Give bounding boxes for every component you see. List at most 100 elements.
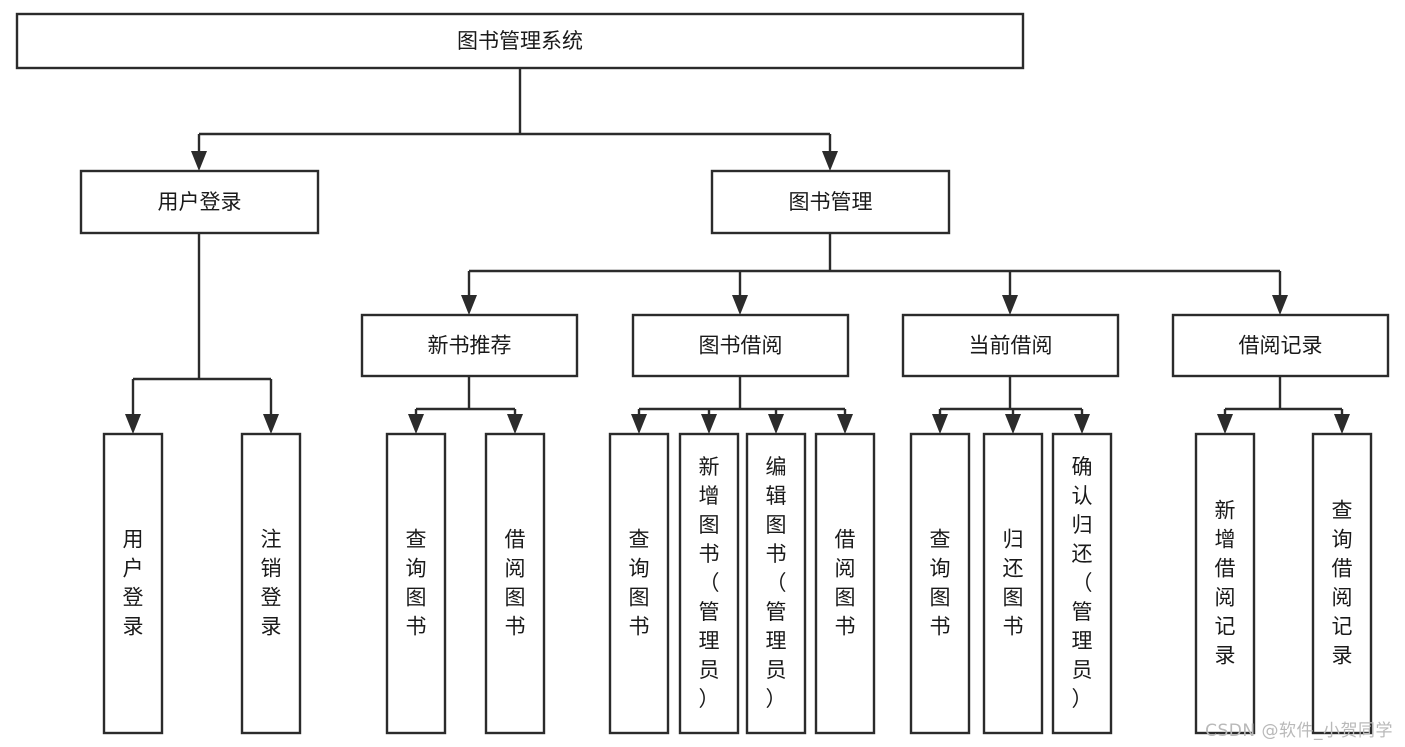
node-label-user-login: 用户登录 bbox=[158, 190, 242, 214]
arrow-head-icon bbox=[631, 414, 647, 434]
connector-group-bar-new-book-rec bbox=[416, 376, 515, 411]
node-box-op-rec-borrow-book[interactable] bbox=[484, 432, 546, 735]
node-label-op-user-login: 用户登录 bbox=[123, 528, 144, 639]
node-op-record-query[interactable]: 查询借阅记录 bbox=[1311, 432, 1373, 735]
node-box-op-current-query-book[interactable] bbox=[909, 432, 971, 735]
connector-group-bar-book-borrow bbox=[639, 376, 845, 411]
node-label-new-book-rec: 新书推荐 bbox=[428, 334, 512, 358]
node-op-current-confirm-return[interactable]: 确认归还（管理员） bbox=[1051, 432, 1113, 735]
arrow-arr-op-bb-query bbox=[631, 409, 647, 434]
arrow-arr-op-cb-confirm bbox=[1074, 409, 1090, 434]
node-op-current-query-book[interactable]: 查询图书 bbox=[909, 432, 971, 735]
node-op-user-logout[interactable]: 注销登录 bbox=[240, 432, 302, 735]
connector-layer bbox=[133, 68, 1342, 411]
arrow-layer bbox=[125, 134, 1350, 434]
arrow-head-icon bbox=[125, 414, 141, 434]
arrow-arr-op-user-login bbox=[125, 379, 141, 434]
arrow-head-icon bbox=[1005, 414, 1021, 434]
node-label-op-user-logout: 注销登录 bbox=[261, 528, 282, 639]
node-box-op-user-login[interactable] bbox=[102, 432, 164, 735]
node-op-current-return-book[interactable]: 归还图书 bbox=[982, 432, 1044, 735]
node-label-op-record-query: 查询借阅记录 bbox=[1332, 499, 1353, 668]
node-label-book-borrow: 图书借阅 bbox=[699, 334, 783, 358]
node-box-op-record-add[interactable] bbox=[1194, 432, 1256, 735]
node-op-borrow-query-book[interactable]: 查询图书 bbox=[608, 432, 670, 735]
node-book-borrow[interactable]: 图书借阅 bbox=[631, 313, 850, 378]
connector-group-bar-root bbox=[199, 68, 830, 136]
arrow-head-icon bbox=[461, 295, 477, 315]
node-box-op-rec-query-book[interactable] bbox=[385, 432, 447, 735]
node-label-current-borrow: 当前借阅 bbox=[969, 334, 1053, 358]
node-layer: 图书管理系统用户登录图书管理新书推荐图书借阅当前借阅借阅记录用户登录注销登录查询… bbox=[15, 12, 1390, 735]
node-label-op-borrow-query-book: 查询图书 bbox=[629, 528, 650, 639]
arrow-head-icon bbox=[701, 414, 717, 434]
arrow-arr-op-bb-edit bbox=[768, 409, 784, 434]
arrow-head-icon bbox=[732, 295, 748, 315]
arrow-head-icon bbox=[1334, 414, 1350, 434]
node-box-root[interactable] bbox=[15, 12, 1025, 70]
node-label-borrow-record: 借阅记录 bbox=[1239, 334, 1323, 358]
node-label-op-rec-borrow-book: 借阅图书 bbox=[505, 528, 526, 639]
node-root[interactable]: 图书管理系统 bbox=[15, 12, 1025, 70]
node-box-op-borrow-add-book[interactable] bbox=[678, 432, 740, 735]
node-label-op-borrow-borrow-book: 借阅图书 bbox=[835, 528, 856, 639]
node-op-rec-borrow-book[interactable]: 借阅图书 bbox=[484, 432, 546, 735]
node-label-op-current-query-book: 查询图书 bbox=[930, 528, 951, 639]
node-box-borrow-record[interactable] bbox=[1171, 313, 1390, 378]
arrow-head-icon bbox=[837, 414, 853, 434]
node-borrow-record[interactable]: 借阅记录 bbox=[1171, 313, 1390, 378]
node-op-borrow-borrow-book[interactable]: 借阅图书 bbox=[814, 432, 876, 735]
connector-group-bar-current-borrow bbox=[940, 376, 1082, 411]
node-book-manage[interactable]: 图书管理 bbox=[710, 169, 951, 235]
arrow-head-icon bbox=[768, 414, 784, 434]
arrow-arr-op-bb-borrow bbox=[837, 409, 853, 434]
node-box-new-book-rec[interactable] bbox=[360, 313, 579, 378]
node-box-current-borrow[interactable] bbox=[901, 313, 1120, 378]
node-box-op-borrow-edit-book[interactable] bbox=[745, 432, 807, 735]
arrow-arr-op-cb-return bbox=[1005, 409, 1021, 434]
node-box-user-login[interactable] bbox=[79, 169, 320, 235]
arrow-arr-op-rec-borrow bbox=[507, 409, 523, 434]
arrow-head-icon bbox=[932, 414, 948, 434]
node-op-user-login[interactable]: 用户登录 bbox=[102, 432, 164, 735]
node-label-book-manage: 图书管理 bbox=[789, 190, 873, 214]
csdn-watermark: CSDN @软件_小贺同学 bbox=[1205, 721, 1393, 741]
node-op-borrow-edit-book[interactable]: 编辑图书（管理员） bbox=[745, 432, 807, 735]
node-current-borrow[interactable]: 当前借阅 bbox=[901, 313, 1120, 378]
arrow-arr-current-borrow bbox=[1002, 271, 1018, 315]
arrow-head-icon bbox=[1272, 295, 1288, 315]
arrow-head-icon bbox=[1074, 414, 1090, 434]
node-box-op-user-logout[interactable] bbox=[240, 432, 302, 735]
node-box-op-current-confirm-return[interactable] bbox=[1051, 432, 1113, 735]
node-label-op-rec-query-book: 查询图书 bbox=[406, 528, 427, 639]
arrow-head-icon bbox=[1002, 295, 1018, 315]
node-box-op-borrow-borrow-book[interactable] bbox=[814, 432, 876, 735]
node-label-root: 图书管理系统 bbox=[457, 29, 583, 53]
arrow-arr-op-rec-query bbox=[408, 409, 424, 434]
node-box-op-current-return-book[interactable] bbox=[982, 432, 1044, 735]
node-box-book-manage[interactable] bbox=[710, 169, 951, 235]
arrow-arr-new-book-rec bbox=[461, 271, 477, 315]
arrow-arr-op-bb-add bbox=[701, 409, 717, 434]
arrow-head-icon bbox=[1217, 414, 1233, 434]
arrow-arr-op-br-query bbox=[1334, 409, 1350, 434]
node-new-book-rec[interactable]: 新书推荐 bbox=[360, 313, 579, 378]
arrow-head-icon bbox=[822, 151, 838, 171]
node-box-book-borrow[interactable] bbox=[631, 313, 850, 378]
arrow-arr-borrow-record bbox=[1272, 271, 1288, 315]
node-box-op-borrow-query-book[interactable] bbox=[608, 432, 670, 735]
arrow-arr-op-cb-query bbox=[932, 409, 948, 434]
arrow-arr-book-manage bbox=[822, 134, 838, 171]
arrow-head-icon bbox=[191, 151, 207, 171]
node-op-rec-query-book[interactable]: 查询图书 bbox=[385, 432, 447, 735]
node-box-op-record-query[interactable] bbox=[1311, 432, 1373, 735]
connector-group-bar-book-manage bbox=[469, 233, 1280, 273]
node-op-borrow-add-book[interactable]: 新增图书（管理员） bbox=[678, 432, 740, 735]
node-label-op-record-add: 新增借阅记录 bbox=[1215, 499, 1236, 668]
node-op-record-add[interactable]: 新增借阅记录 bbox=[1194, 432, 1256, 735]
arrow-head-icon bbox=[507, 414, 523, 434]
connector-group-bar-user-login bbox=[133, 233, 271, 381]
arrow-arr-op-user-logout bbox=[263, 379, 279, 434]
node-user-login[interactable]: 用户登录 bbox=[79, 169, 320, 235]
connector-group-bar-borrow-record bbox=[1225, 376, 1342, 411]
